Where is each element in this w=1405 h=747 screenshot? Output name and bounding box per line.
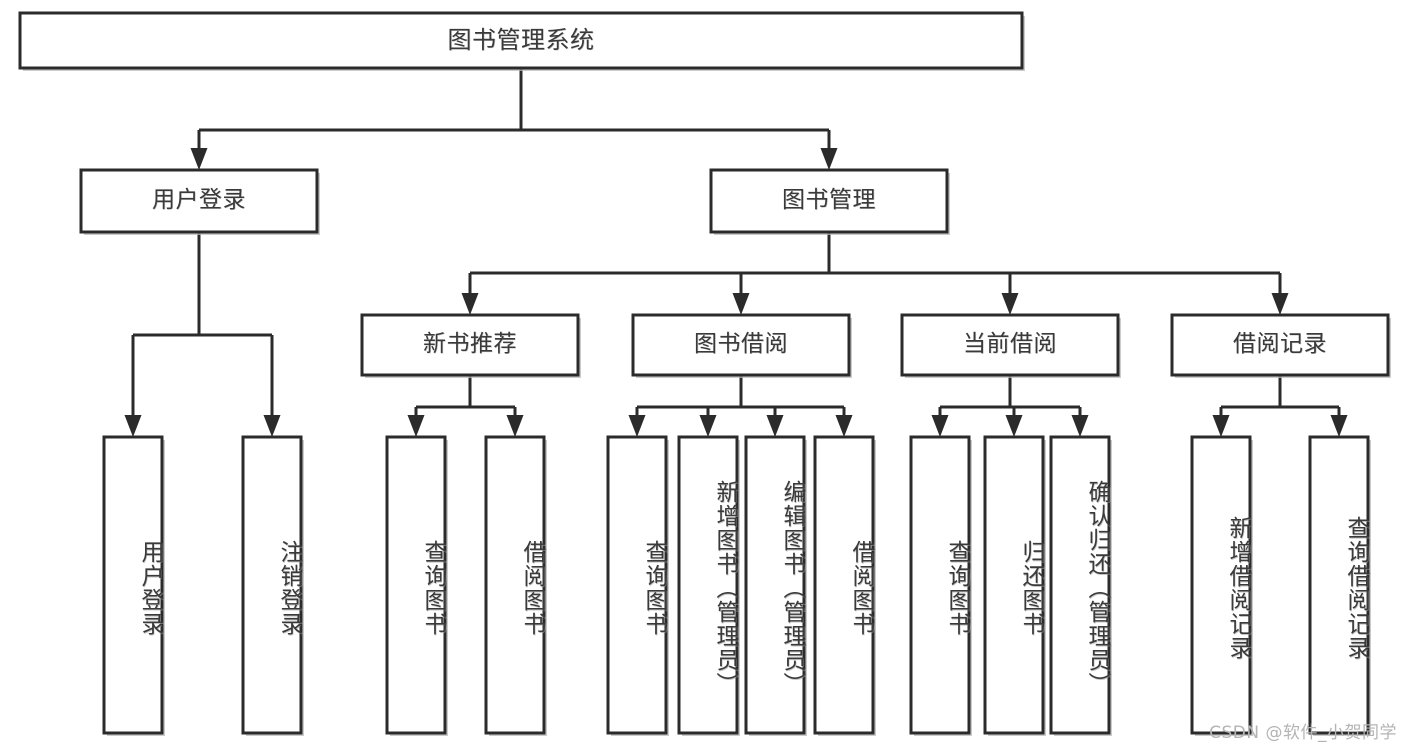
connector-book-borrow bbox=[628, 375, 853, 437]
node-box-root[interactable] bbox=[18, 11, 1024, 70]
node-box-current-borrow[interactable] bbox=[900, 313, 1120, 377]
arrow-head-icon bbox=[628, 415, 646, 437]
node-box-leaf-user-logout[interactable] bbox=[241, 435, 303, 735]
arrow-head-icon bbox=[820, 148, 838, 170]
node-box-leaf-edit-book[interactable] bbox=[744, 435, 806, 735]
node-box-borrow-record[interactable] bbox=[1170, 313, 1390, 377]
connector-borrow-record bbox=[1212, 375, 1348, 437]
arrow-head-icon bbox=[732, 293, 750, 315]
connector-root bbox=[190, 68, 838, 170]
node-box-leaf-borrow-book-rec[interactable] bbox=[484, 435, 546, 735]
connector-current-borrow bbox=[931, 375, 1089, 437]
node-box-new-book-recommend[interactable] bbox=[360, 313, 580, 377]
connector-book-manage bbox=[461, 232, 1289, 315]
arrow-head-icon bbox=[461, 293, 479, 315]
arrow-head-icon bbox=[1271, 293, 1289, 315]
arrow-head-icon bbox=[835, 415, 853, 437]
arrow-head-icon bbox=[931, 415, 949, 437]
node-box-leaf-borrow-book[interactable] bbox=[813, 435, 875, 735]
arrow-head-icon bbox=[1071, 415, 1089, 437]
arrow-head-icon bbox=[766, 415, 784, 437]
arrow-head-icon bbox=[506, 415, 524, 437]
connector-new-book-recommend bbox=[407, 375, 524, 437]
node-box-book-manage[interactable] bbox=[709, 168, 949, 234]
node-box-leaf-add-book[interactable] bbox=[677, 435, 739, 735]
node-box-leaf-query-record[interactable] bbox=[1308, 435, 1370, 735]
watermark-text: CSDN @软件_小贺同学 bbox=[1209, 723, 1397, 743]
node-box-leaf-return-book[interactable] bbox=[983, 435, 1045, 735]
arrow-head-icon bbox=[1001, 293, 1019, 315]
arrow-head-icon bbox=[263, 415, 281, 437]
arrow-head-icon bbox=[699, 415, 717, 437]
node-box-user-login[interactable] bbox=[79, 168, 319, 234]
node-box-leaf-user-login[interactable] bbox=[102, 435, 164, 735]
node-box-leaf-query-book-cur[interactable] bbox=[909, 435, 971, 735]
node-box-leaf-confirm-return[interactable] bbox=[1049, 435, 1111, 735]
arrow-head-icon bbox=[407, 415, 425, 437]
arrow-head-icon bbox=[1212, 415, 1230, 437]
node-box-leaf-query-book-rec[interactable] bbox=[385, 435, 447, 735]
connector-user-login bbox=[124, 232, 281, 437]
node-box-book-borrow[interactable] bbox=[631, 313, 851, 377]
arrow-head-icon bbox=[124, 415, 142, 437]
connector-group bbox=[124, 68, 1348, 437]
node-box-leaf-query-book-borrow[interactable] bbox=[606, 435, 668, 735]
arrow-head-icon bbox=[1005, 415, 1023, 437]
node-box-leaf-add-record[interactable] bbox=[1190, 435, 1252, 735]
arrow-head-icon bbox=[1330, 415, 1348, 437]
arrow-head-icon bbox=[190, 148, 208, 170]
